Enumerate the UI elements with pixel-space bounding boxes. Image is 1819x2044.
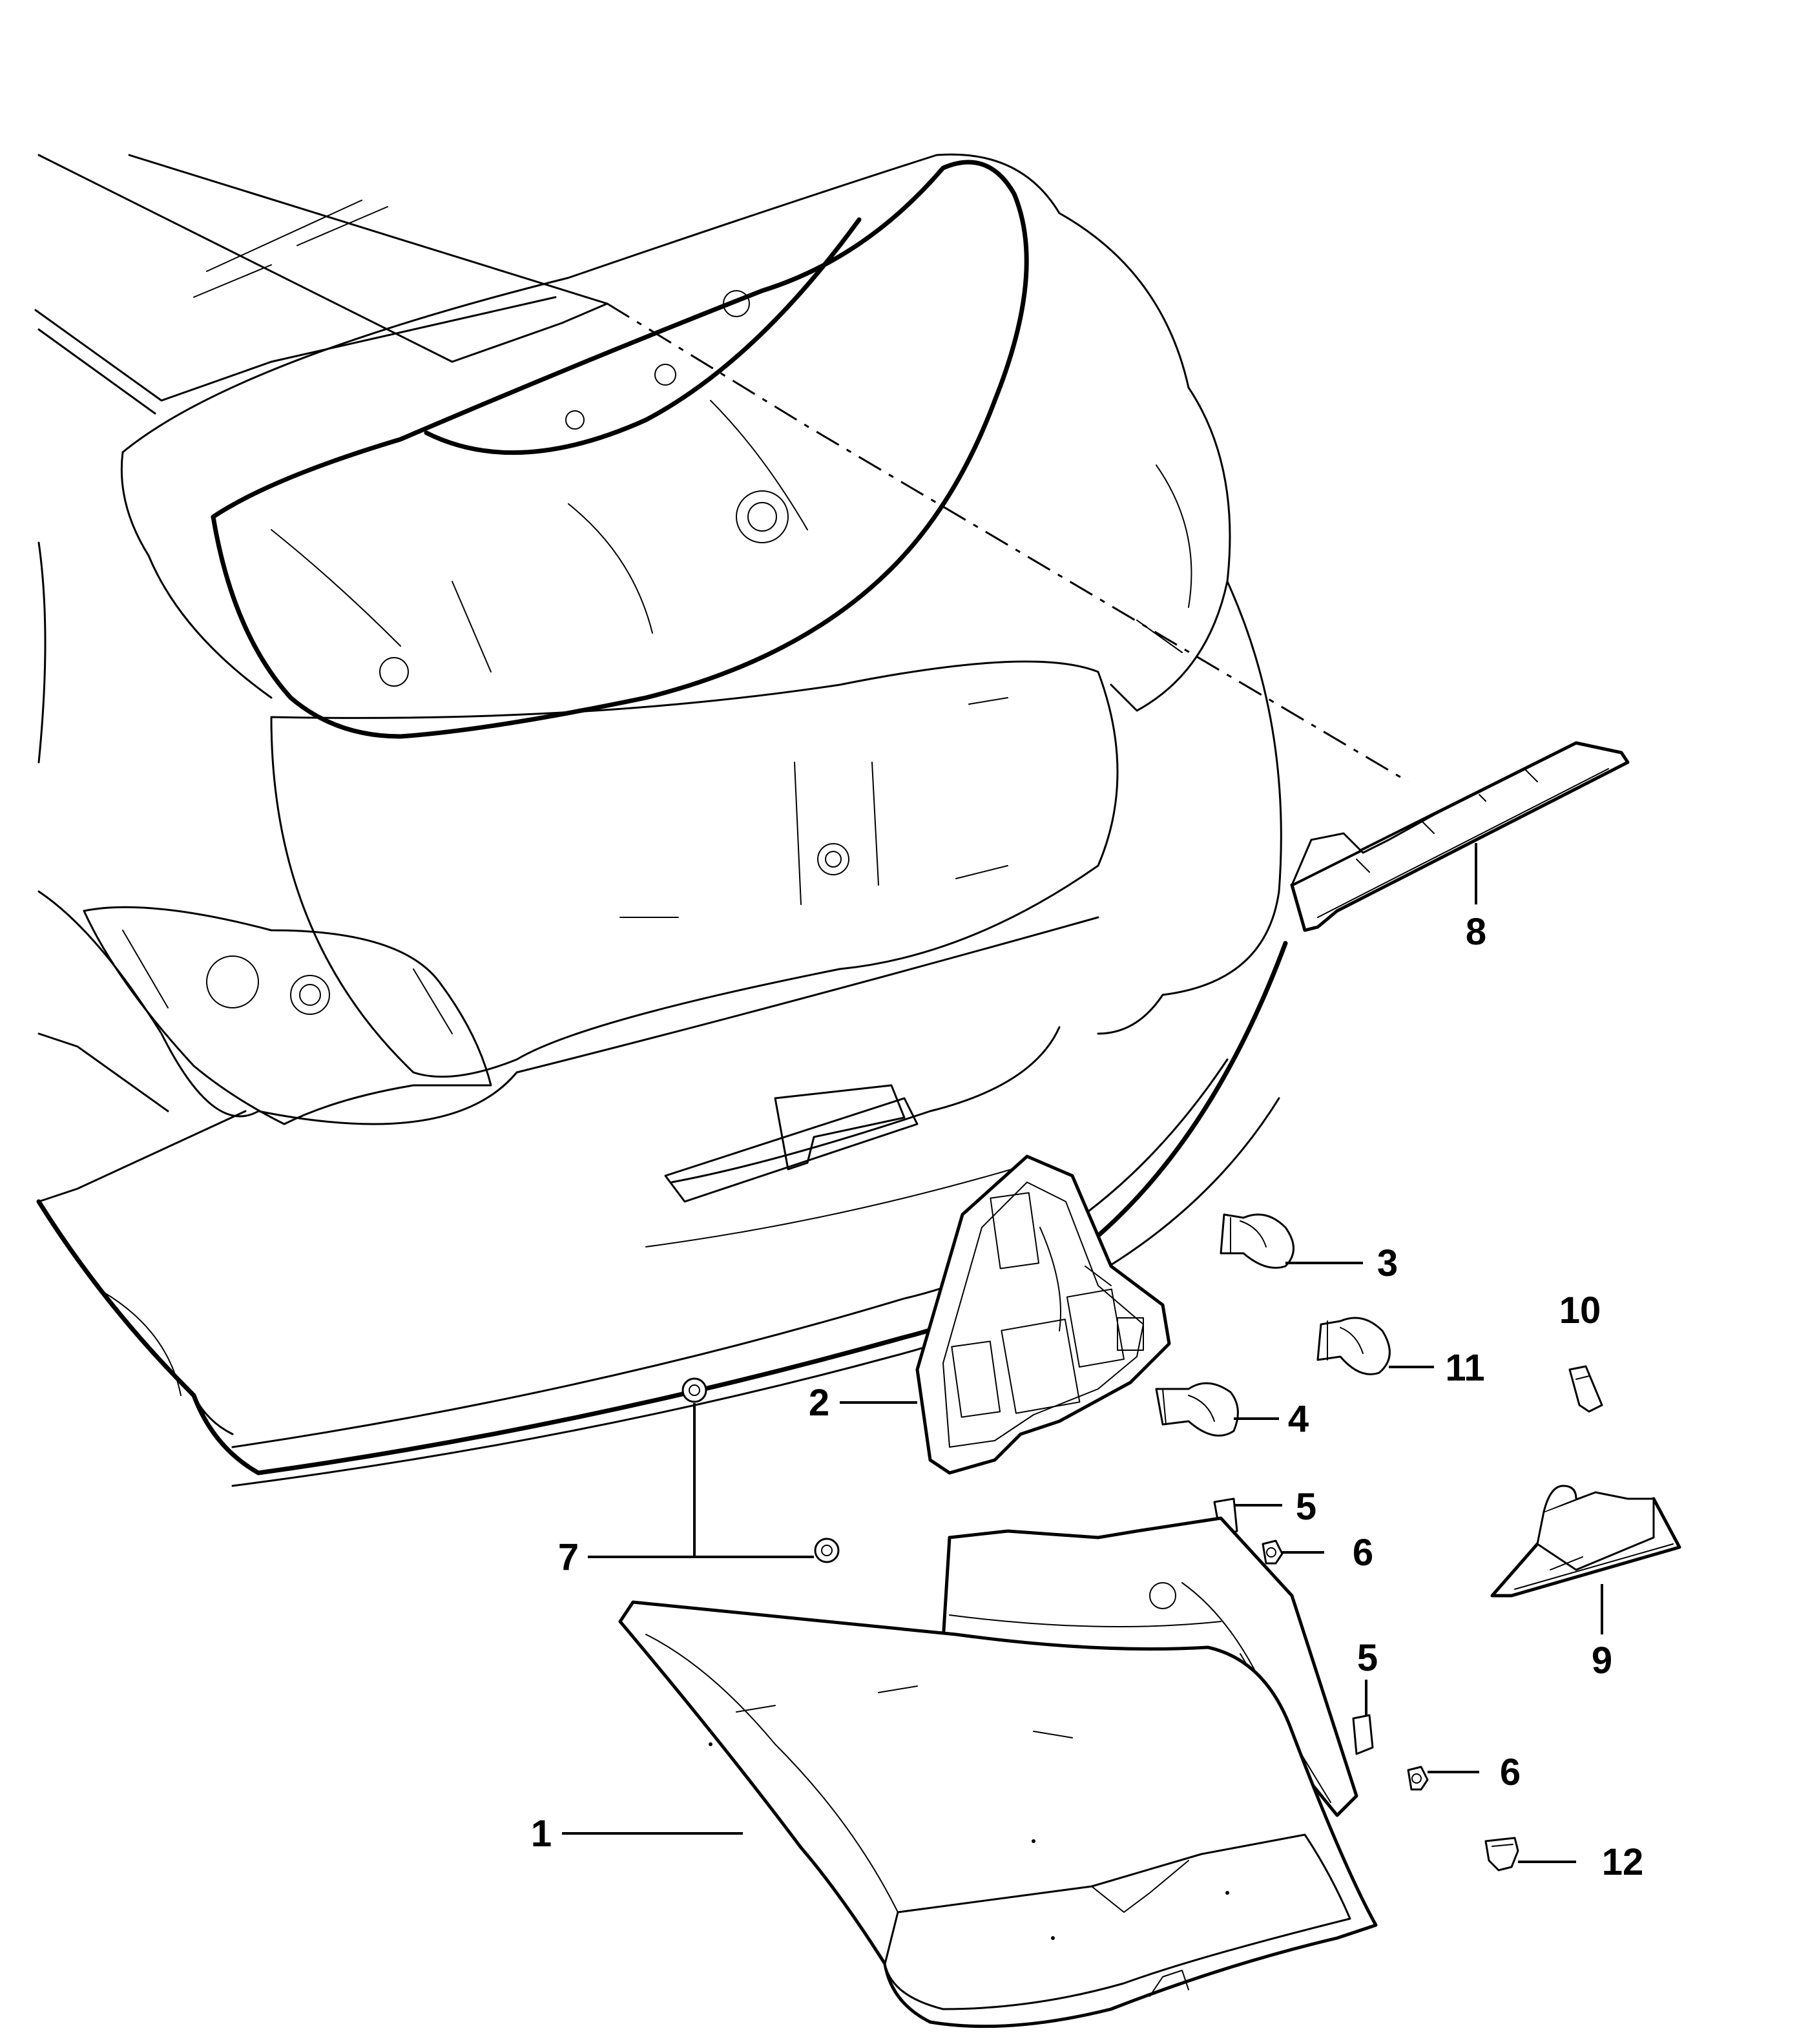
callout-8: 8 bbox=[1466, 911, 1486, 953]
grommet-part-7-lower bbox=[814, 1538, 840, 1563]
callout-4: 4 bbox=[1288, 1398, 1309, 1440]
leader-lines bbox=[562, 843, 1603, 1863]
callout-9: 9 bbox=[1592, 1640, 1612, 1682]
license-plate-lamp-part-9 bbox=[1490, 1485, 1681, 1598]
bulb-carrier-part-2 bbox=[915, 1154, 1171, 1475]
callout-1: 1 bbox=[531, 1813, 552, 1855]
explosion-line-8 bbox=[607, 302, 1409, 783]
bulb-part-4 bbox=[1155, 1382, 1239, 1437]
callout-12: 12 bbox=[1602, 1841, 1644, 1883]
tail-lamp-assembly-part-1 bbox=[618, 1516, 1378, 2028]
clip-part-5-lower bbox=[1352, 1714, 1374, 1755]
leader-line-7 bbox=[588, 1403, 814, 1558]
callout-11: 11 bbox=[1445, 1347, 1484, 1389]
high-mount-brake-lamp-part-8 bbox=[1290, 741, 1630, 932]
callout-10: 10 bbox=[1559, 1289, 1601, 1331]
callout-2: 2 bbox=[809, 1382, 829, 1424]
grommet-part-7-upper bbox=[681, 1377, 707, 1403]
bulb-part-3 bbox=[1220, 1213, 1294, 1269]
callout-6-upper: 6 bbox=[1353, 1532, 1373, 1574]
callout-3: 3 bbox=[1377, 1242, 1398, 1284]
callout-7: 7 bbox=[558, 1536, 579, 1578]
rivet-part-12 bbox=[1484, 1837, 1519, 1872]
callout-5-upper: 5 bbox=[1296, 1486, 1316, 1528]
car-rear-body-illustration bbox=[34, 153, 1288, 1487]
nut-part-6-lower bbox=[1407, 1766, 1429, 1791]
callout-5-lower: 5 bbox=[1357, 1637, 1378, 1679]
wedge-bulb-part-10 bbox=[1568, 1365, 1603, 1413]
bulb-part-11 bbox=[1316, 1317, 1391, 1375]
callout-labels: 1 2 3 4 5 5 6 6 7 8 9 10 11 12 bbox=[531, 911, 1643, 1883]
nut-part-6-upper bbox=[1262, 1539, 1284, 1565]
callout-6-lower: 6 bbox=[1500, 1751, 1521, 1793]
